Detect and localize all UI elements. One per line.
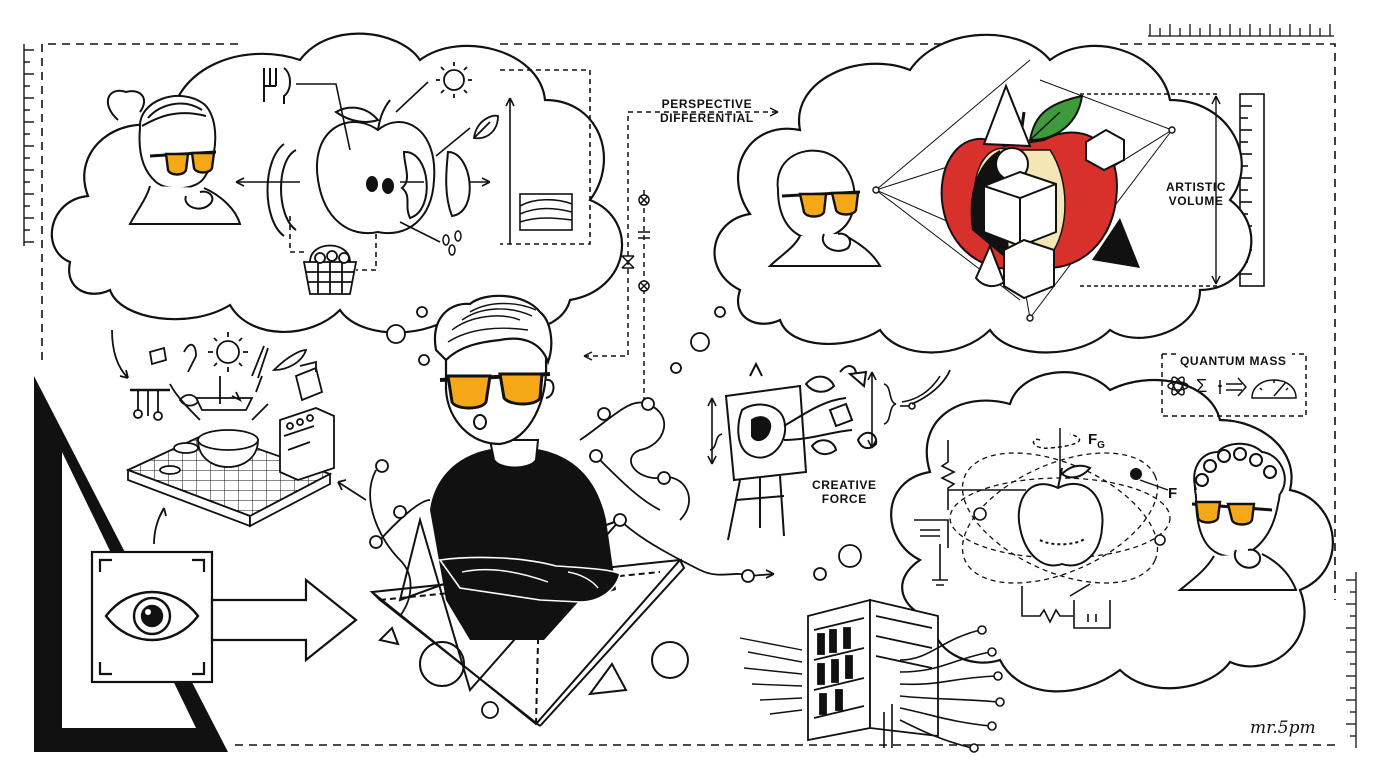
artistic-volume-label: ARTISTIC VOLUME [1166,180,1227,208]
signature: mr.5pm [1250,718,1316,738]
sun-icon [208,332,248,372]
perspective-connector [583,107,779,400]
flow-arrows [111,329,951,545]
circuit-diagram [914,440,1111,629]
sunglasses-icon [1191,500,1273,526]
atom-icon [1167,376,1189,396]
network-nodes [369,306,862,719]
network-connectors [337,401,775,617]
speed-lines [739,637,803,715]
physics-apple [1017,464,1104,567]
ruler-right-bottom [1346,572,1357,748]
seeds-icon [442,230,462,256]
arrow-icon [1226,377,1248,397]
easel-icon [724,361,878,541]
kitchen-scene [125,343,335,528]
dashed-frame [41,43,1340,746]
perspective-apple-diagram [872,59,1221,322]
sun-icon [436,62,472,98]
sigma-icon: Σ [1196,376,1207,396]
circuit-nodes [969,625,1005,753]
book-icon [807,598,939,742]
thought-cloud-right: FG F [890,371,1334,693]
ruler-top-right [1148,24,1334,37]
eye-icon [104,590,200,642]
fork-knife-icon [263,67,291,104]
ruler-left [23,44,34,246]
basket-icon [302,244,358,295]
sunglasses-icon [439,372,551,410]
force-label: F [1168,485,1177,502]
creative-force-label: CREATIVE FORCE [812,478,877,506]
gauge-icon [1251,379,1297,399]
sunglasses-icon [149,150,217,176]
easel-motion-marks [707,371,941,465]
center-man-avatar [430,294,621,640]
quantum-mass-box: Σ [1161,353,1307,417]
thought-cloud-top-right [713,33,1253,354]
force-g-label: FG [1088,431,1105,451]
field-landscape-icon [519,193,573,231]
circuit-icon [883,629,999,749]
sunglasses-icon [781,190,861,218]
leaf-icon [472,114,499,140]
apple-diagram [266,99,471,237]
perspective-differential-label: PERSPECTIVE DIFFERENTIAL [660,97,754,125]
apple-diagram-arrows [235,69,591,271]
quantum-mass-label: QUANTUM MASS [1176,354,1291,368]
curly-man-avatar [1177,442,1298,591]
thought-cloud-top-left [50,32,624,334]
